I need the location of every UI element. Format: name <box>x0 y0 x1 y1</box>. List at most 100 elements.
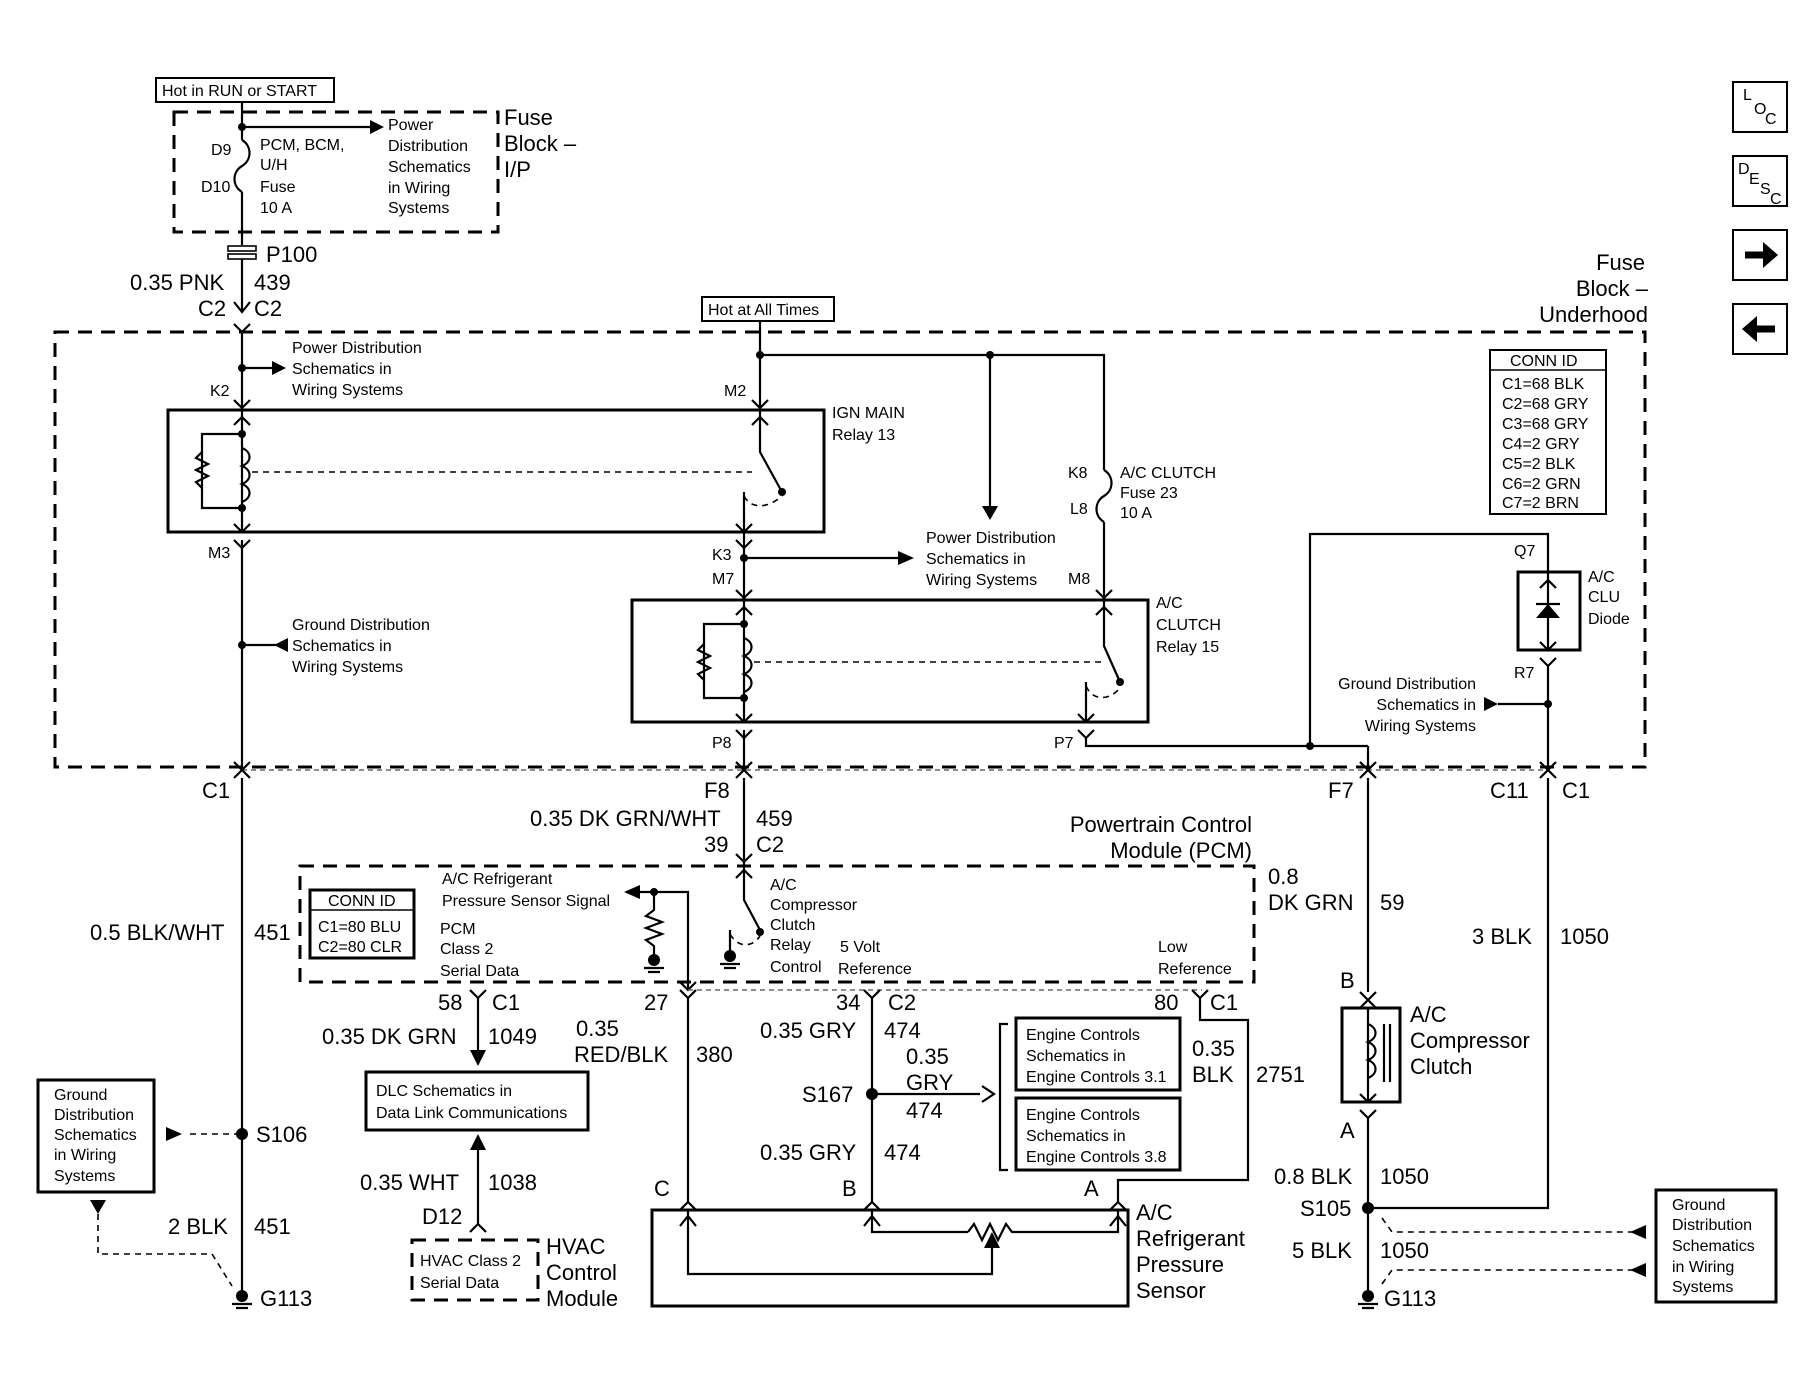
svg-text:59: 59 <box>1380 890 1404 915</box>
ign-main-relay-label: IGN MAIN Relay 13 <box>832 405 905 444</box>
svg-text:1049: 1049 <box>488 1024 537 1049</box>
svg-text:Ground Distribution: Ground Distribution <box>292 617 430 634</box>
ground-dist-ref-right[interactable]: Ground Distribution Schematics in Wiring… <box>1654 1188 1778 1304</box>
svg-text:Compressor: Compressor <box>1410 1028 1530 1053</box>
svg-text:M2: M2 <box>724 383 746 400</box>
svg-text:39: 39 <box>704 832 728 857</box>
sensor-pot-resistor-icon <box>967 1210 1120 1243</box>
svg-text:C7=2 BRN: C7=2 BRN <box>1502 495 1579 512</box>
ground-icon-g113-left <box>236 1290 248 1302</box>
svg-text:Relay 15: Relay 15 <box>1156 639 1219 656</box>
svg-text:Module: Module <box>546 1286 618 1311</box>
power-dist-ref-1[interactable]: Power Distribution Schematics in Wiring … <box>388 117 471 217</box>
arrow-left-icon <box>1742 316 1775 342</box>
svg-text:CONN ID: CONN ID <box>328 893 396 910</box>
svg-text:C1: C1 <box>1562 778 1590 803</box>
svg-text:C11: C11 <box>1490 778 1529 803</box>
svg-text:Schematics in: Schematics in <box>926 551 1026 568</box>
svg-text:K8: K8 <box>1068 465 1088 482</box>
svg-text:0.5 BLK/WHT: 0.5 BLK/WHT <box>90 920 224 945</box>
svg-text:in Wiring: in Wiring <box>1672 1259 1734 1276</box>
ac-comp-relay-ctrl-label: A/C Compressor Clutch Relay Control <box>770 877 858 976</box>
svg-text:Systems: Systems <box>388 200 449 217</box>
eng-ctrl-31-ref[interactable]: Engine Controls Schematics in Engine Con… <box>1014 1016 1182 1092</box>
svg-text:RED/BLK: RED/BLK <box>574 1042 668 1067</box>
svg-text:Control: Control <box>770 959 822 976</box>
svg-text:0.35 DK GRN/WHT: 0.35 DK GRN/WHT <box>530 806 721 831</box>
svg-text:K3: K3 <box>712 547 732 564</box>
svg-text:474: 474 <box>884 1140 921 1165</box>
svg-text:10 A: 10 A <box>260 200 292 217</box>
svg-text:U/H: U/H <box>260 157 288 174</box>
ac-clutch-fuse-icon <box>1095 469 1113 523</box>
svg-text:C5=2 BLK: C5=2 BLK <box>1502 456 1576 473</box>
ac-comp-clutch-label: A/C Compressor Clutch <box>1410 1002 1530 1079</box>
eng-ctrl-38-ref[interactable]: Engine Controls Schematics in Engine Con… <box>1014 1096 1182 1172</box>
low-ref-label: Low Reference <box>1158 939 1232 978</box>
svg-text:Module (PCM): Module (PCM) <box>1110 838 1252 863</box>
wire-439-circuit: 439 <box>254 270 291 295</box>
svg-text:A/C: A/C <box>1156 595 1183 612</box>
ground-dist-ref-2[interactable]: Ground Distribution Schematics in Wiring… <box>1338 676 1476 735</box>
svg-text:Power: Power <box>388 117 434 134</box>
conn-id-pcm: CONN ID C1=80 BLU C2=80 CLR <box>308 888 416 960</box>
svg-text:Schematics: Schematics <box>54 1127 137 1144</box>
p100-label: P100 <box>266 242 317 267</box>
svg-text:C2: C2 <box>888 990 916 1015</box>
ground-icon-2 <box>724 950 736 962</box>
ground-dist-ref-1[interactable]: Ground Distribution Schematics in Wiring… <box>292 617 430 676</box>
wire-439-gauge: 0.35 PNK <box>130 270 224 295</box>
ac-clutch-relay-label: A/C CLUTCH Relay 15 <box>1156 595 1221 656</box>
svg-text:D12: D12 <box>422 1204 462 1229</box>
svg-text:P7: P7 <box>1054 735 1074 752</box>
svg-text:Relay 13: Relay 13 <box>832 427 895 444</box>
svg-text:5 Volt: 5 Volt <box>840 939 881 956</box>
ign-main-relay-13 <box>166 408 826 534</box>
svg-text:Schematics in: Schematics in <box>1026 1128 1126 1145</box>
power-dist-ref-2[interactable]: Power Distribution Schematics in Wiring … <box>292 340 422 399</box>
next-page-button[interactable] <box>1732 229 1788 281</box>
s105-splice <box>1362 1202 1374 1214</box>
svg-text:M3: M3 <box>208 545 230 562</box>
svg-text:B: B <box>1340 968 1355 993</box>
ground-dist-ref-left[interactable]: Ground Distribution Schematics in Wiring… <box>36 1078 156 1194</box>
ground-icon-g113-right <box>1362 1290 1374 1302</box>
ac-compressor-clutch <box>1340 1006 1402 1104</box>
svg-text:0.8 BLK: 0.8 BLK <box>1274 1164 1353 1189</box>
p100-connector-icon <box>227 245 257 260</box>
ac-clutch-relay-15 <box>630 598 1150 724</box>
svg-text:C1: C1 <box>492 990 520 1015</box>
svg-text:Schematics in: Schematics in <box>1026 1048 1126 1065</box>
svg-text:G113: G113 <box>1384 1286 1436 1311</box>
svg-text:Engine Controls 3.1: Engine Controls 3.1 <box>1026 1069 1167 1086</box>
svg-text:451: 451 <box>254 920 291 945</box>
fuse-block-ip-outline <box>172 110 500 234</box>
svg-text:CONN ID: CONN ID <box>1510 353 1578 370</box>
svg-text:Ground: Ground <box>1672 1197 1725 1214</box>
dlc-ref[interactable]: DLC Schematics in Data Link Communicatio… <box>364 1070 590 1132</box>
svg-text:C3=68 GRY: C3=68 GRY <box>1502 416 1589 433</box>
svg-text:D10: D10 <box>201 179 230 196</box>
svg-text:Distribution: Distribution <box>54 1107 134 1124</box>
svg-text:CLU: CLU <box>1588 589 1620 606</box>
svg-text:Wiring Systems: Wiring Systems <box>1365 718 1476 735</box>
svg-text:Schematics in: Schematics in <box>1376 697 1476 714</box>
svg-text:Power Distribution: Power Distribution <box>292 340 422 357</box>
svg-text:0.35: 0.35 <box>1192 1036 1235 1061</box>
svg-text:Fuse: Fuse <box>504 105 553 130</box>
loc-letter-c: C <box>1765 111 1777 128</box>
svg-text:Engine Controls: Engine Controls <box>1026 1107 1140 1124</box>
power-dist-ref-3[interactable]: Power Distribution Schematics in Wiring … <box>926 530 1056 589</box>
svg-text:A/C CLUTCH: A/C CLUTCH <box>1120 465 1216 482</box>
arrow-right-icon <box>1745 242 1778 268</box>
svg-text:474: 474 <box>884 1018 921 1043</box>
prev-page-button[interactable] <box>1732 303 1788 355</box>
svg-text:Reference: Reference <box>838 961 912 978</box>
desc-button[interactable]: D E S C <box>1732 155 1788 208</box>
svg-text:380: 380 <box>696 1042 733 1067</box>
ac-refrigerant-pressure-sensor <box>650 1208 1130 1308</box>
svg-text:Data Link Communications: Data Link Communications <box>376 1105 567 1122</box>
svg-text:Engine Controls: Engine Controls <box>1026 1027 1140 1044</box>
loc-button[interactable]: L O C <box>1732 81 1788 133</box>
ac-ref-signal-label: A/C Refrigerant Pressure Sensor Signal <box>442 871 610 910</box>
